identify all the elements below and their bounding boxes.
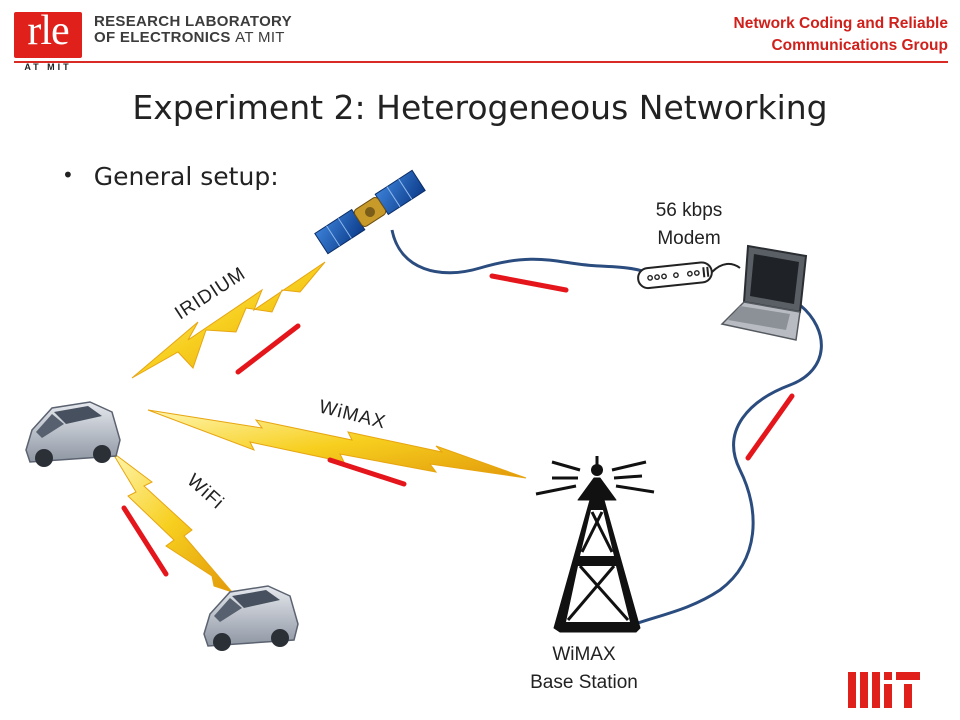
iridium-bolt [131, 261, 326, 379]
modem-label-line1: 56 kbps [656, 200, 723, 221]
lab-name-line2: OF ELECTRONICS AT MIT [94, 30, 292, 46]
lab-name: RESEARCH LABORATORY OF ELECTRONICS AT MI… [94, 14, 292, 46]
header-rule [14, 61, 948, 63]
red-arrows [121, 273, 795, 577]
group-name-line1: Network Coding and Reliable [733, 15, 948, 32]
rle-logo: rle AT MIT [14, 8, 82, 72]
group-name: Network Coding and Reliable Communicatio… [734, 13, 948, 57]
modem-label-line2: Modem [657, 228, 720, 249]
lab-name-line1: RESEARCH LABORATORY [94, 13, 292, 30]
bullet-text: General setup: [93, 162, 279, 191]
arrow-laptop-station [745, 393, 795, 461]
rle-logo-text: rle [27, 8, 69, 54]
wimax-bolt [147, 409, 527, 479]
wifi-bolt [111, 451, 234, 594]
station-label-line2: Base Station [530, 672, 638, 693]
car-icon-bottom [203, 585, 299, 651]
laptop-icon [720, 244, 808, 341]
arrow-wifi [121, 505, 169, 577]
arrow-iridium [235, 323, 301, 375]
arrow-wimax [327, 457, 407, 487]
wifi-label: WiFi [183, 470, 228, 514]
satellite-modem-cable [390, 229, 646, 275]
lab-name-line2-thin: AT MIT [235, 29, 285, 46]
car-icon-top [25, 401, 121, 467]
wimax-link-label: WiMAX [317, 396, 388, 433]
rle-logo-subtext: AT MIT [24, 62, 72, 72]
lab-name-line2-bold: OF ELECTRONICS [94, 29, 231, 46]
bullet-item: • General setup: [62, 162, 279, 191]
station-label-line1: WiMAX [552, 644, 616, 665]
modem-laptop-cable [711, 262, 741, 273]
bullet-dot: • [62, 163, 74, 187]
modem-icon [637, 261, 713, 290]
mit-logo [848, 672, 920, 708]
group-name-line2: Communications Group [771, 37, 948, 54]
satellite-icon [314, 169, 426, 255]
wimax-tower-icon [535, 456, 655, 633]
laptop-station-cable [631, 303, 823, 627]
arrow-sat-modem [489, 273, 569, 293]
slide-title: Experiment 2: Heterogeneous Networking [132, 88, 828, 127]
